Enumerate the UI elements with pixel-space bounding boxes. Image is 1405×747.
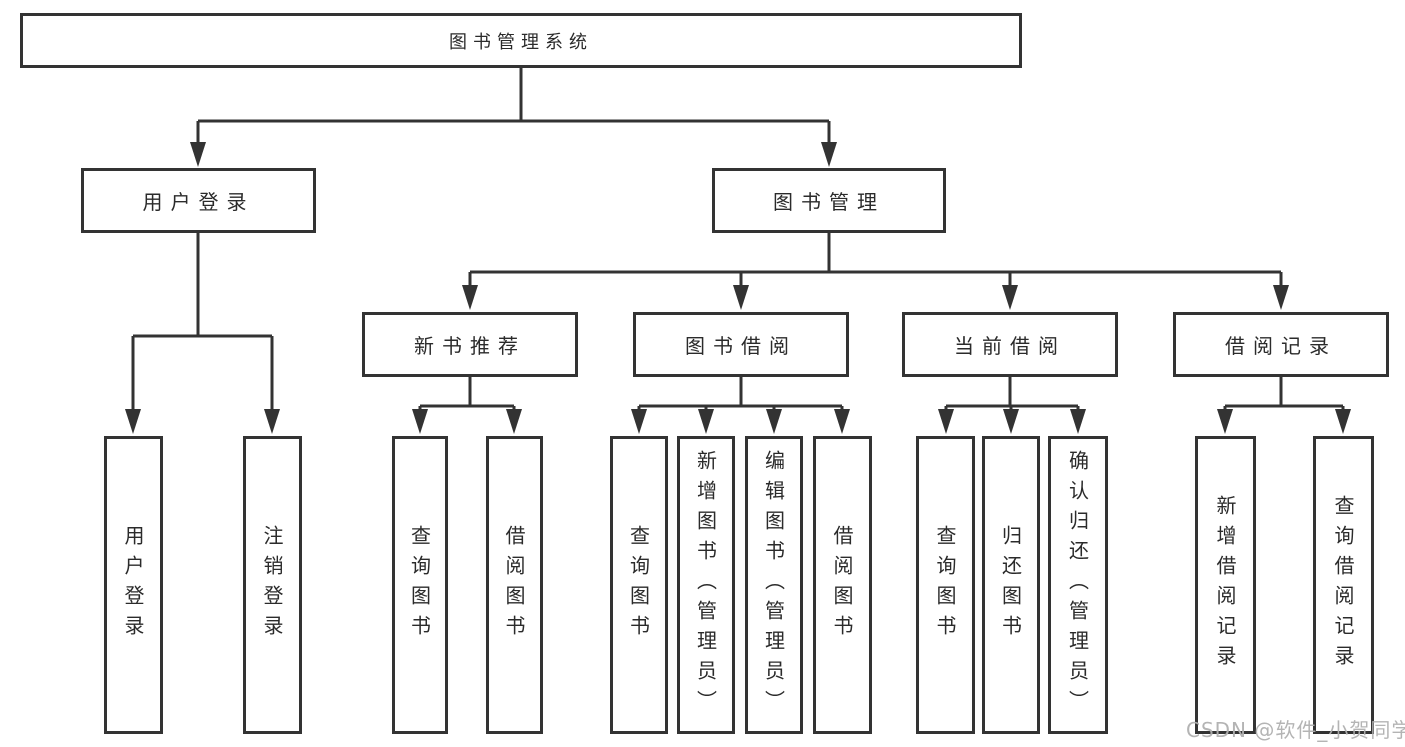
node-user-login: 用户登录 (81, 168, 316, 233)
node-label: 当前借阅 (954, 334, 1066, 358)
node-label: 查询图书 (933, 525, 957, 645)
arrowhead-icon (1335, 409, 1351, 434)
arrowhead-icon (412, 409, 428, 434)
leaf-add-books-admin: 新增图书（管理员） (677, 436, 735, 734)
node-label: 借阅图书 (502, 525, 526, 645)
arrowhead-icon (462, 285, 478, 310)
arrowhead-icon (264, 409, 280, 434)
node-label: 用户登录 (142, 190, 255, 214)
arrowhead-icon (733, 285, 749, 310)
arrowhead-icon (1217, 409, 1233, 434)
arrowhead-icon (821, 142, 837, 167)
node-label: 新书推荐 (414, 334, 526, 358)
leaf-add-borrow-record: 新增借阅记录 (1195, 436, 1256, 734)
node-library-management-system: 图书管理系统 (20, 13, 1022, 68)
arrowhead-icon (938, 409, 954, 434)
node-label: 编辑图书（管理员） (761, 450, 786, 720)
node-label: 归还图书 (998, 525, 1023, 645)
leaf-confirm-return-admin: 确认归还（管理员） (1048, 436, 1108, 734)
arrowhead-icon (1070, 409, 1086, 434)
arrowhead-icon (631, 409, 647, 434)
leaf-user-login: 用户登录 (104, 436, 163, 734)
node-book-borrow: 图书借阅 (633, 312, 849, 377)
node-book-management: 图书管理 (712, 168, 946, 233)
watermark-text: CSDN @软件_小贺同学 (1186, 718, 1405, 742)
node-label: 查询图书 (626, 525, 651, 645)
leaf-borrow-books: 借阅图书 (813, 436, 872, 734)
leaf-query-borrow-record: 查询借阅记录 (1313, 436, 1374, 734)
node-label: 借阅图书 (830, 525, 854, 645)
arrowhead-icon (190, 142, 206, 167)
node-label: 查询借阅记录 (1331, 495, 1355, 675)
node-new-book-recommend: 新书推荐 (362, 312, 578, 377)
node-label: 借阅记录 (1225, 334, 1337, 358)
leaf-query-books-borrow: 查询图书 (610, 436, 668, 734)
arrowhead-icon (1003, 409, 1019, 434)
arrowhead-icon (506, 409, 522, 434)
arrowhead-icon (698, 409, 714, 434)
leaf-logout: 注销登录 (243, 436, 302, 734)
node-label: 查询图书 (407, 525, 432, 645)
connector-path (131, 68, 1345, 411)
leaf-borrow-books-recommend: 借阅图书 (486, 436, 543, 734)
arrowhead-icon (766, 409, 782, 434)
arrowhead-icon (1273, 285, 1289, 310)
node-current-borrow: 当前借阅 (902, 312, 1118, 377)
leaf-edit-books-admin: 编辑图书（管理员） (745, 436, 803, 734)
node-label: 新增图书（管理员） (693, 450, 718, 720)
node-label: 图书管理系统 (449, 31, 593, 53)
arrowhead-icon (834, 409, 850, 434)
node-label: 注销登录 (260, 525, 284, 645)
node-borrow-records: 借阅记录 (1173, 312, 1389, 377)
node-label: 图书借阅 (685, 334, 797, 358)
arrowhead-icon (1002, 285, 1018, 310)
leaf-query-books-recommend: 查询图书 (392, 436, 448, 734)
node-label: 确认归还（管理员） (1065, 450, 1090, 720)
node-label: 图书管理 (773, 190, 885, 214)
leaf-query-books-current: 查询图书 (916, 436, 975, 734)
leaf-return-books: 归还图书 (982, 436, 1040, 734)
node-label: 新增借阅记录 (1213, 495, 1237, 675)
node-label: 用户登录 (121, 525, 145, 645)
arrowhead-icon (125, 409, 141, 434)
